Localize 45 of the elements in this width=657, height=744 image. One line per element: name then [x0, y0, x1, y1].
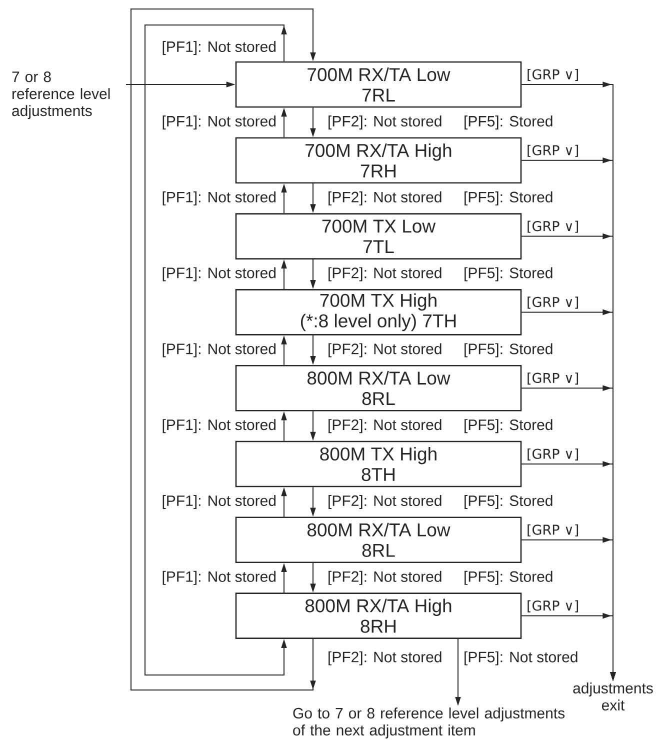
edge-label: [GRP ∨] — [528, 600, 578, 612]
key-label: [PF5]: Stored — [464, 116, 552, 130]
edge-label: [GRP ∨] — [528, 372, 578, 385]
edge-label: [GRP ∨] — [528, 144, 578, 157]
process-box: 800M RX/TA Low 8RL — [235, 364, 522, 412]
process-box: 700M TX Low 7TL — [235, 213, 522, 260]
loop-arrow — [130, 8, 316, 690]
edge-label: [PF2]: Not stored — [328, 570, 442, 585]
edge-label: [PF1]: Not stored — [162, 191, 276, 206]
process-box: 700M RX/TA Low 7RL — [235, 61, 522, 108]
edge-label: [GRP ∨] — [528, 296, 578, 309]
key-label: [PF5]: Stored — [464, 570, 552, 585]
edge-label: [PF1]: Not stored — [162, 267, 276, 282]
process-box: 700M TX High (*:8 level only) 7TH — [235, 289, 522, 336]
edge-label: [GRP ∨] — [528, 68, 578, 81]
flow-text: 7 or 8 reference level adjustments — [12, 72, 110, 120]
edge-label: [GRP ∨] — [528, 524, 578, 536]
edge-label: [PF2]: Not stored — [328, 191, 442, 206]
key-label: [PF5]: Stored — [464, 267, 552, 282]
process-box: 800M TX High 8TH — [235, 440, 522, 488]
edge-label: [PF2]: Not stored — [328, 267, 442, 282]
edge-label: [PF1]: Not stored — [162, 116, 276, 130]
edge-label: [GRP ∨] — [528, 448, 578, 461]
edge-label: [GRP ∨] — [528, 220, 578, 233]
process-box: 700M RX/TA High 7RH — [235, 137, 522, 184]
edge-label: [PF1]: Not stored — [162, 41, 276, 55]
flow-text: Go to 7 or 8 reference level adjustments of the next adjustment item — [293, 708, 565, 738]
edge-label: [PF2]: Not stored — [328, 651, 442, 666]
loop-arrow — [144, 24, 287, 676]
edge-label: [PF2]: Not stored — [328, 495, 442, 509]
flow-text: adjustments exit — [573, 682, 653, 711]
process-box: 800M RX/TA Low 8RL — [235, 516, 522, 564]
process-box: 800M RX/TA High 8RH — [235, 592, 522, 639]
edge-label: [PF5]: Not stored — [464, 651, 578, 666]
edge-label: [PF1]: Not stored — [162, 495, 276, 509]
edge-label: [PF2]: Not stored — [328, 116, 442, 130]
edge-label: [PF1]: Not stored — [162, 343, 276, 358]
edge-label: [PF2]: Not stored — [328, 419, 442, 434]
edge-label: [PF1]: Not stored — [162, 419, 276, 434]
key-label: [PF5]: Stored — [464, 419, 552, 434]
key-label: [PF5]: Stored — [464, 495, 552, 509]
edge-label: [PF1]: Not stored — [162, 570, 276, 585]
key-label: [PF5]: Stored — [464, 343, 552, 358]
key-label: [PF5]: Stored — [464, 191, 552, 206]
edge-label: [PF2]: Not stored — [328, 343, 442, 358]
